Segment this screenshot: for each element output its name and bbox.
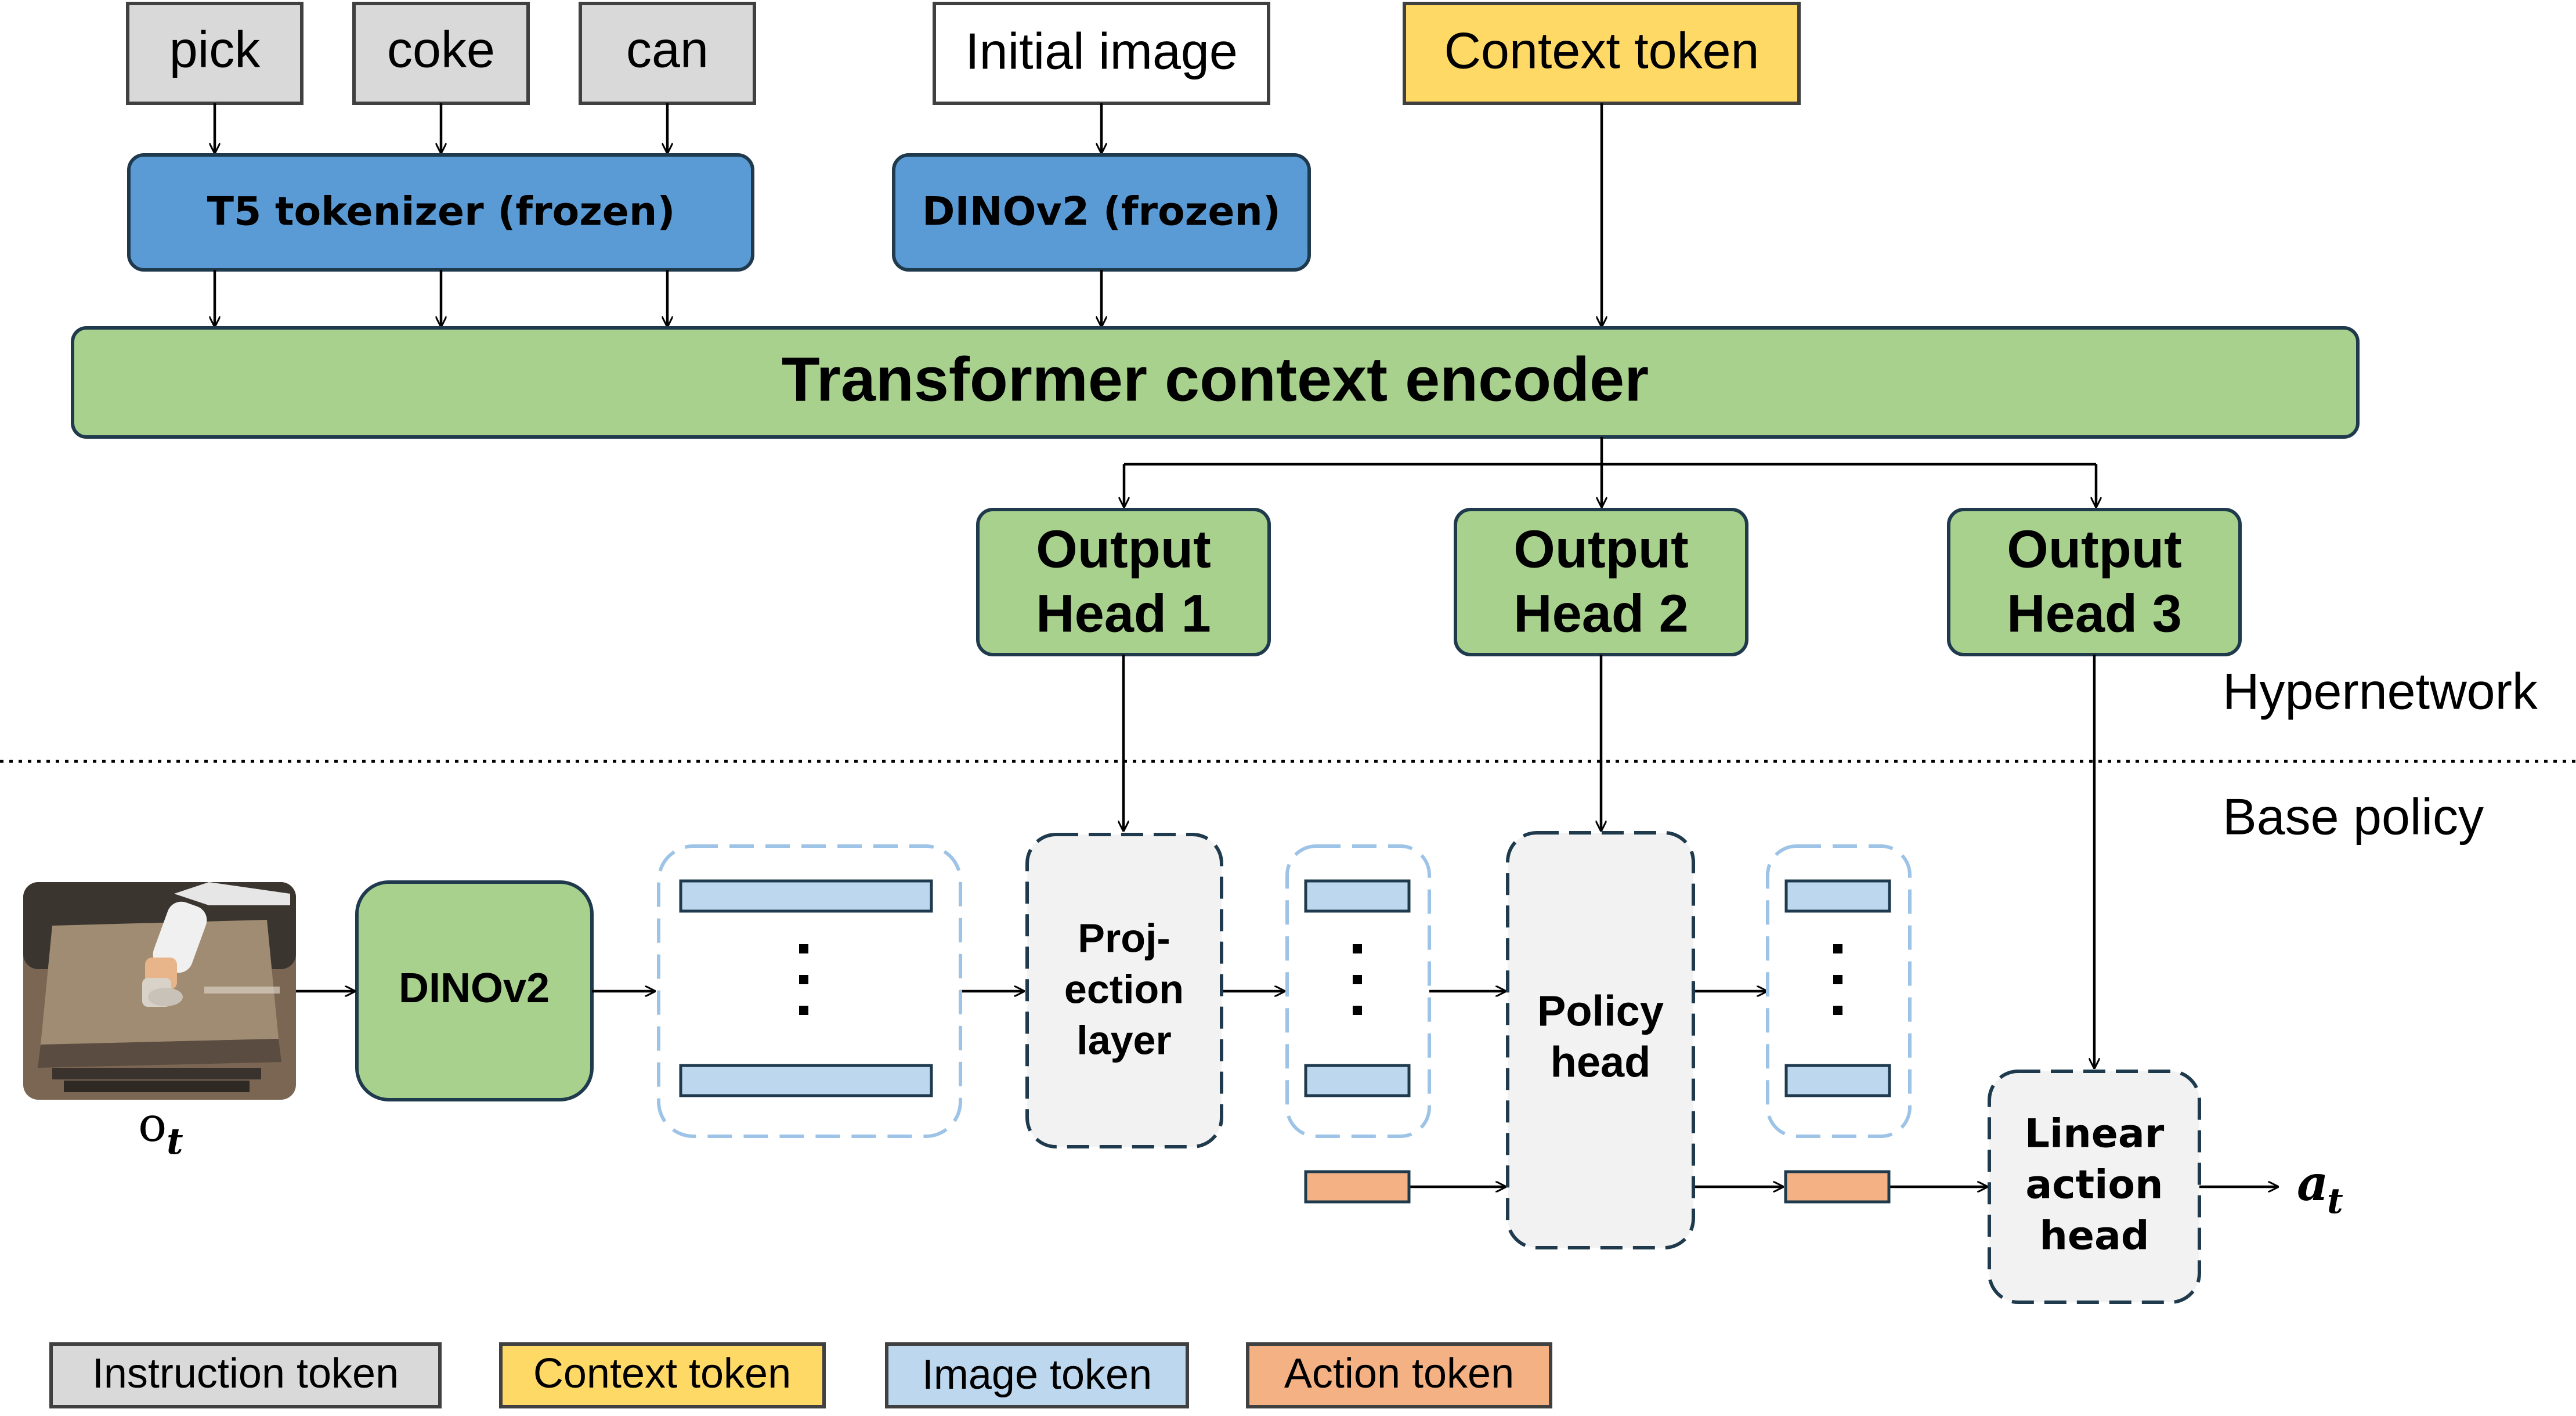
image-token xyxy=(1784,879,1891,913)
instruction-token-pick: pick xyxy=(126,2,304,105)
t5-tokenizer-box: T5 tokenizer (frozen) xyxy=(127,153,754,272)
policy-head-line1: Policy xyxy=(1537,987,1664,1035)
image-token xyxy=(679,1064,933,1097)
action-token-input xyxy=(1304,1170,1411,1204)
context-token-label: Context token xyxy=(1444,21,1760,79)
dinov2-frozen-box: DINOv2 (frozen) xyxy=(892,153,1311,272)
image-token xyxy=(1304,1064,1411,1097)
legend-label-context-token: Context token xyxy=(533,1350,791,1397)
base-policy-arrows xyxy=(296,991,2278,1187)
observation-image xyxy=(23,882,296,1100)
policy-head-box: Policy head xyxy=(1506,831,1695,1249)
image-token-group-1 xyxy=(657,844,962,1138)
tokenizer-arrows xyxy=(215,270,1101,326)
observation-label: o t xyxy=(138,1097,183,1162)
projection-layer-line2: ection xyxy=(1064,966,1184,1012)
output-head-1-line1: Output xyxy=(1036,519,1211,579)
legend-item-image-token: Image token xyxy=(885,1342,1189,1408)
output-head-2-line2: Head 2 xyxy=(1513,584,1689,643)
output-head-3-line2: Head 3 xyxy=(2007,584,2182,643)
legend-item-instruction-token: Instruction token xyxy=(49,1342,442,1408)
initial-image-box: Initial image xyxy=(933,2,1270,105)
action-output-base: a xyxy=(2297,1154,2328,1212)
token-arrows xyxy=(215,103,1602,326)
linear-action-head-box: Linear action head xyxy=(1988,1070,2201,1304)
observation-label-base: o xyxy=(138,1097,167,1153)
initial-image-label: Initial image xyxy=(965,22,1238,80)
transformer-context-encoder: Transformer context encoder xyxy=(71,326,2360,439)
legend-item-context-token: Context token xyxy=(499,1342,826,1408)
image-token-group-2 xyxy=(1285,844,1431,1138)
legend-label-instruction-token: Instruction token xyxy=(92,1350,399,1397)
t5-tokenizer-label: T5 tokenizer (frozen) xyxy=(207,189,675,235)
output-head-1-line2: Head 1 xyxy=(1036,584,1211,643)
instruction-token-pick-text: pick xyxy=(169,20,261,78)
dinov2-frozen-label: DINOv2 (frozen) xyxy=(922,189,1281,235)
image-token-group-3 xyxy=(1766,844,1912,1138)
observation-label-sub: t xyxy=(167,1120,183,1162)
context-token-box: Context token xyxy=(1403,2,1801,105)
base-policy-label: Base policy xyxy=(2223,788,2484,845)
policy-head-line2: head xyxy=(1551,1038,1651,1086)
legend-label-image-token: Image token xyxy=(922,1352,1152,1398)
instruction-token-can: can xyxy=(579,2,756,105)
transformer-label: Transformer context encoder xyxy=(782,344,1649,414)
output-head-2-line1: Output xyxy=(1513,519,1688,579)
legend-label-action-token: Action token xyxy=(1284,1350,1514,1397)
projection-layer-line3: layer xyxy=(1076,1017,1171,1063)
heads-to-policy-arrows xyxy=(1123,655,2094,1068)
linear-action-head-line1: Linear xyxy=(2025,1111,2165,1157)
output-head-3-line1: Output xyxy=(2007,519,2181,579)
dinov2-box: DINOv2 xyxy=(355,880,594,1101)
dinov2-label: DINOv2 xyxy=(399,965,550,1012)
instruction-token-can-text: can xyxy=(626,20,709,78)
output-head-2: Output Head 2 xyxy=(1454,508,1748,656)
action-output-label: a t xyxy=(2297,1154,2343,1222)
image-token xyxy=(1304,879,1411,913)
projection-layer-box: Proj- ection layer xyxy=(1025,833,1223,1148)
action-output-sub: t xyxy=(2327,1181,2343,1222)
encoder-to-heads-arrows xyxy=(1124,437,2096,507)
linear-action-head-line2: action xyxy=(2025,1162,2163,1208)
hypernetwork-label: Hypernetwork xyxy=(2223,662,2538,720)
output-head-3: Output Head 3 xyxy=(1947,508,2242,656)
image-token xyxy=(679,879,933,913)
linear-action-head-line3: head xyxy=(2039,1213,2149,1259)
instruction-token-coke: coke xyxy=(352,2,530,105)
projection-layer-line1: Proj- xyxy=(1078,915,1170,960)
image-token xyxy=(1784,1064,1891,1097)
output-head-1: Output Head 1 xyxy=(976,508,1271,656)
instruction-token-coke-text: coke xyxy=(387,20,495,78)
legend-item-action-token: Action token xyxy=(1246,1342,1552,1408)
action-token-output xyxy=(1784,1170,1891,1204)
legend: Instruction token Context token Image to… xyxy=(49,1342,1552,1408)
